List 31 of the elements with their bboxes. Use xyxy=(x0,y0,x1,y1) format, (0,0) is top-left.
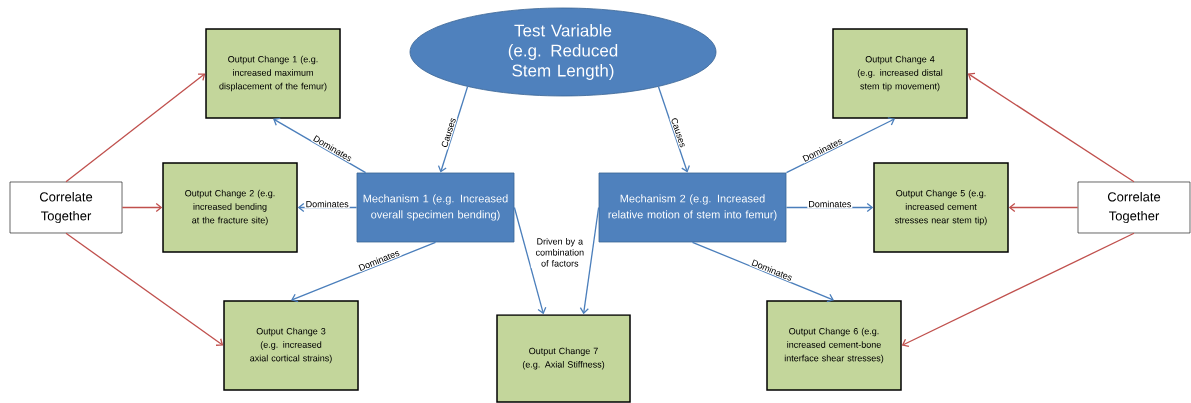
arrow xyxy=(785,117,895,174)
edge-label: Dominates xyxy=(304,199,350,209)
arrow xyxy=(657,86,690,173)
arrow xyxy=(1008,202,1079,213)
correlate-box: Correlate Together xyxy=(9,181,123,234)
edge-label: Causes xyxy=(439,115,458,150)
output-box: Output Change 3 (e.g. increased axial cortical strains) xyxy=(223,300,359,391)
mechanism-box: Mechanism 1 (e.g. Increased overall specimen bending) xyxy=(356,172,515,243)
output-box: Output Change 5 (e.g. increased cement stresses near stem tip) xyxy=(873,162,1009,253)
edge-label: Dominates xyxy=(807,199,853,209)
edge-label: Causes xyxy=(669,115,688,150)
arrow xyxy=(437,86,469,173)
arrow xyxy=(65,73,206,183)
mechanism-box: Mechanism 2 (e.g. Increased relative motion of stem into femur) xyxy=(598,172,787,243)
ellipse-node: Test Variable (e.g. Reduced Stem Length) xyxy=(409,7,717,97)
output-box: Output Change 7 (e.g. Axial Stiffness) xyxy=(496,314,631,403)
arrow xyxy=(121,202,163,213)
arrow xyxy=(513,206,547,315)
arrow xyxy=(273,117,367,174)
arrow xyxy=(967,72,1135,183)
edge-label: Driven by a combination of factors xyxy=(530,237,589,268)
output-box: Output Change 6 (e.g. increased cement-bone interface shear stresses) xyxy=(766,300,902,391)
correlate-box: Correlate Together xyxy=(1077,181,1191,234)
arrow xyxy=(691,241,834,303)
output-box: Output Change 2 (e.g. increased bending at the fracture site) xyxy=(162,162,298,253)
arrow xyxy=(65,232,224,346)
output-box: Output Change 4 (e.g. increased distal stem tip movement) xyxy=(832,28,968,119)
output-box: Output Change 1 (e.g. increased maximum displacement of the femur) xyxy=(205,28,341,119)
arrow xyxy=(291,241,437,303)
arrow xyxy=(579,206,600,315)
arrow xyxy=(901,232,1135,348)
